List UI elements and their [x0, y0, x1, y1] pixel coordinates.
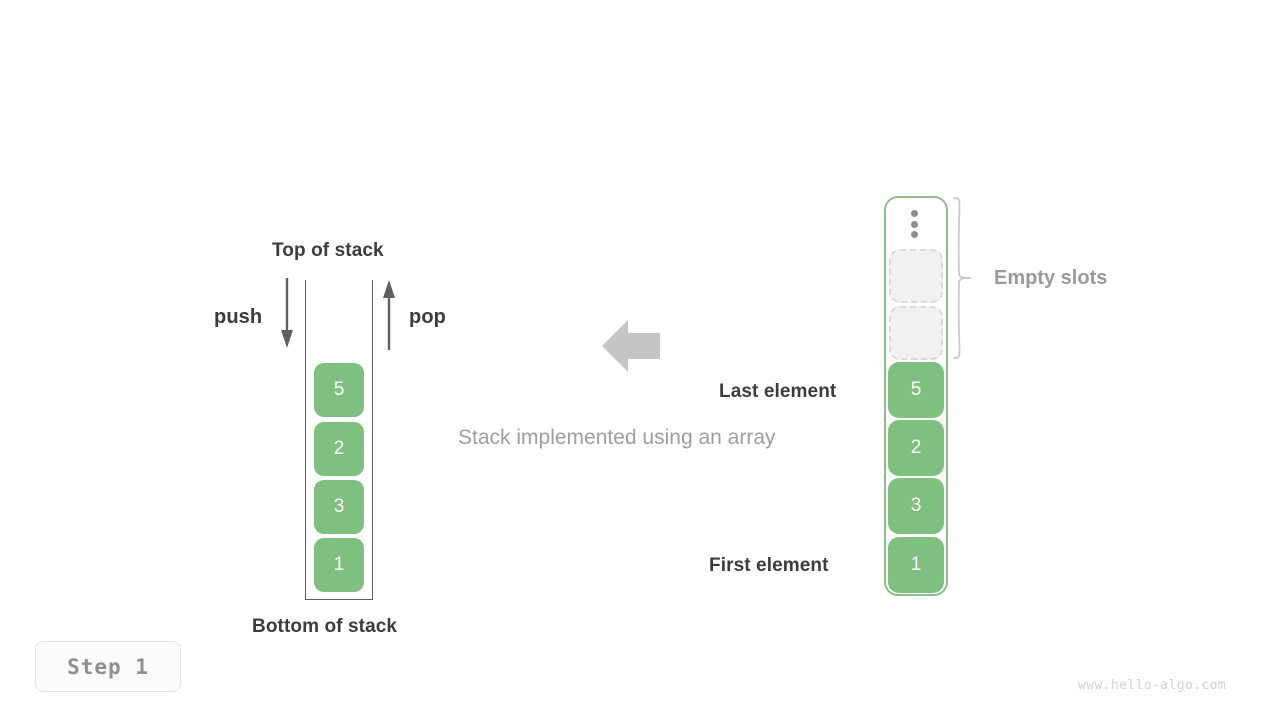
curly-brace-icon: [953, 197, 972, 359]
stack-cell: 1: [314, 538, 364, 592]
array-cell: 2: [888, 420, 944, 476]
array-empty-slot: [889, 249, 943, 303]
pop-label: pop: [409, 306, 446, 328]
array-last-element-label: Last element: [719, 381, 837, 402]
push-label: push: [214, 306, 263, 328]
array-cell: 5: [888, 362, 944, 418]
array-first-element-label: First element: [709, 555, 829, 576]
array-cell: 3: [888, 478, 944, 534]
arrow-left-icon: [602, 320, 660, 372]
array-cell: 1: [888, 537, 944, 593]
stack-bottom-label: Bottom of stack: [252, 616, 398, 637]
stack-cell: 3: [314, 480, 364, 534]
watermark: www.hello-algo.com: [1078, 678, 1227, 693]
arrow-up-icon: [383, 280, 395, 350]
stack-top-label: Top of stack: [272, 240, 384, 261]
vertical-ellipsis-icon: [910, 210, 918, 238]
stack-cell: 5: [314, 363, 364, 417]
array-empty-slot: [889, 306, 943, 360]
empty-slots-label: Empty slots: [994, 267, 1108, 289]
step-badge: Step 1: [35, 641, 181, 692]
diagram-caption: Stack implemented using an array: [458, 426, 776, 449]
arrow-down-icon: [281, 278, 293, 348]
stack-container: [305, 280, 373, 600]
stack-cell: 2: [314, 422, 364, 476]
step-badge-text: Step 1: [67, 654, 149, 679]
